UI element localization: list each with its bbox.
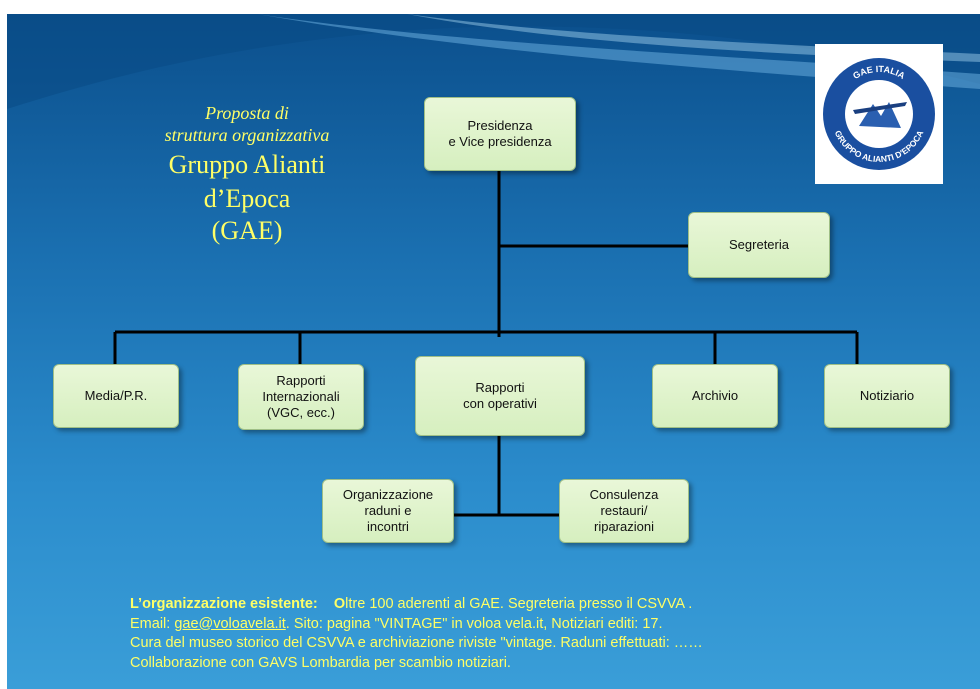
title-line-1: Proposta di (205, 103, 289, 123)
node-archivio: Archivio (652, 364, 778, 428)
email-link[interactable]: gae@voloavela.it (174, 615, 286, 632)
footer-line-1: L’organizzazione esistente: Oltre 100 ad… (130, 596, 693, 612)
node-media-pr: Media/P.R. (53, 364, 179, 428)
title-line-2: struttura organizzativa (164, 125, 330, 145)
title-line-3: Gruppo Alianti d’Epoca (168, 150, 326, 213)
gae-logo: GAE ITALIA GRUPPO ALIANTI D'EPOCA (815, 44, 943, 184)
footer-line-4: Collaborazione con GAVS Lombardia per sc… (130, 654, 511, 671)
slide: Proposta di struttura organizzativa Grup… (7, 14, 980, 689)
footer-line-2: Email: gae@voloavela.it. Sito: pagina "V… (130, 615, 663, 632)
connector-lines (113, 170, 859, 517)
title-line-4: (GAE) (211, 216, 283, 245)
footer-line-3: Cura del museo storico del CSVVA e archi… (130, 635, 703, 651)
slide-title: Proposta di struttura organizzativa Grup… (127, 102, 367, 246)
node-segreteria: Segreteria (688, 212, 830, 278)
footer-info: L’organizzazione esistente: Oltre 100 ad… (130, 595, 950, 673)
node-notiziario: Notiziario (824, 364, 950, 428)
